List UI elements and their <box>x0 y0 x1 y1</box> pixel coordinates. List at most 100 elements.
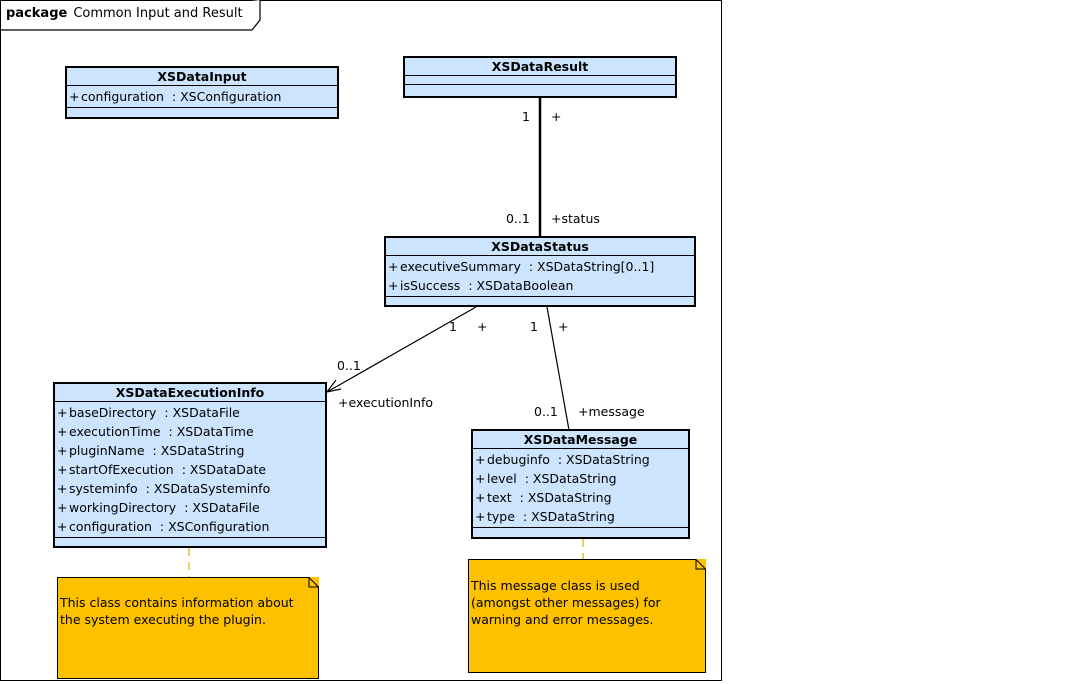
attribute-type: : XSDataTime <box>168 424 254 439</box>
attribute-type: : XSDataDate <box>181 462 267 477</box>
operation-compartment <box>55 538 325 546</box>
class-xsdataexecutioninfo[interactable]: XSDataExecutionInfo +baseDirectory: XSDa… <box>53 382 327 548</box>
status-execinfo-source-multiplicity: 1 <box>449 319 457 334</box>
attribute-compartment: +debuginfo: XSDataString +level: XSDataS… <box>473 449 688 528</box>
operation-compartment <box>386 297 694 305</box>
attribute-type: : XSDataString[0..1] <box>528 259 655 274</box>
package-name: Common Input and Result <box>73 6 243 21</box>
attribute-row: +pluginName : XSDataString <box>57 441 325 460</box>
package-keyword: package <box>6 6 68 21</box>
attribute-name: startOfExecution <box>69 462 174 477</box>
result-status-source-multiplicity: 1 <box>522 109 530 124</box>
package-label: package Common Input and Result <box>6 6 243 21</box>
note-execinfo[interactable]: This class contains information about th… <box>57 577 319 679</box>
attribute-name: debuginfo <box>487 452 550 467</box>
status-message-target-role: +message <box>578 404 645 419</box>
visibility-marker: + <box>475 509 486 524</box>
status-message-association[interactable] <box>546 306 570 431</box>
attribute-row: +configuration : XSConfiguration <box>57 517 325 536</box>
attribute-row: +type : XSDataString <box>475 507 688 526</box>
visibility-marker: + <box>57 405 68 420</box>
attribute-name: baseDirectory <box>69 405 157 420</box>
attribute-row: +startOfExecution : XSDataDate <box>57 460 325 479</box>
attribute-type: : XSDataBoolean <box>468 278 574 293</box>
note-outline <box>468 559 706 673</box>
class-name: XSDataStatus <box>386 238 694 256</box>
attribute-name: executiveSummary <box>400 259 521 274</box>
attribute-type: : XSDataString <box>557 452 650 467</box>
attribute-row: +debuginfo: XSDataString <box>475 450 688 469</box>
attribute-row: +text : XSDataString <box>475 488 688 507</box>
class-xsdataresult[interactable]: XSDataResult <box>403 56 677 98</box>
operation-compartment <box>67 108 337 116</box>
attribute-row: +level : XSDataString <box>475 469 688 488</box>
attribute-name: workingDirectory <box>69 500 177 515</box>
visibility-marker: + <box>57 424 68 439</box>
attribute-name: level <box>487 471 517 486</box>
result-status-target-multiplicity: 0..1 <box>506 211 530 226</box>
class-name: XSDataMessage <box>473 431 688 449</box>
attribute-name: pluginName <box>69 443 145 458</box>
attribute-row: +isSuccess : XSDataBoolean <box>388 276 694 295</box>
operation-compartment <box>405 85 675 93</box>
attribute-type: : XSConfiguration <box>159 519 270 534</box>
class-xsdatastatus[interactable]: XSDataStatus +executiveSummary : XSDataSt… <box>384 236 696 307</box>
visibility-marker: + <box>388 278 399 293</box>
note-text: This message class is used (amongst othe… <box>471 578 661 627</box>
attribute-compartment: +baseDirectory: XSDataFile +executionTim… <box>55 402 325 538</box>
class-name: XSDataExecutionInfo <box>55 384 325 402</box>
attribute-name: isSuccess <box>400 278 461 293</box>
visibility-marker: + <box>57 481 68 496</box>
attribute-type: : XSDataFile <box>164 405 240 420</box>
attribute-name: type <box>487 509 515 524</box>
attribute-type: : XSConfiguration <box>171 89 282 104</box>
status-message-source-visibility: + <box>558 319 569 334</box>
attribute-compartment <box>405 76 675 85</box>
attribute-type: : XSDataSysteminfo <box>145 481 271 496</box>
attribute-name: systeminfo <box>69 481 138 496</box>
class-name: XSDataResult <box>405 58 675 76</box>
status-execinfo-source-visibility: + <box>477 319 488 334</box>
result-status-target-role: +status <box>551 211 600 226</box>
result-status-source-visibility: + <box>551 109 562 124</box>
attribute-name: configuration <box>69 519 152 534</box>
attribute-name: configuration <box>81 89 164 104</box>
package-tab-outline <box>0 0 261 31</box>
status-execinfo-association[interactable] <box>326 306 477 393</box>
visibility-marker: + <box>57 443 68 458</box>
note-outline <box>57 577 319 679</box>
operation-compartment <box>473 528 688 536</box>
attribute-type: : XSDataString <box>519 490 612 505</box>
note-text: This class contains information about th… <box>60 595 294 627</box>
attribute-row: +configuration : XSConfiguration <box>69 87 337 106</box>
class-xsdatainput[interactable]: XSDataInput +configuration: XSConfigurat… <box>65 66 339 119</box>
visibility-marker: + <box>69 89 80 104</box>
attribute-name: executionTime <box>69 424 161 439</box>
attribute-compartment: +executiveSummary : XSDataString[0..1] +i… <box>386 256 694 297</box>
attribute-type: : XSDataFile <box>184 500 260 515</box>
visibility-marker: + <box>475 471 486 486</box>
attribute-type: : XSDataString <box>524 471 617 486</box>
status-message-source-multiplicity: 1 <box>530 319 538 334</box>
package-tab: package Common Input and Result <box>0 0 261 31</box>
attribute-name: text <box>487 490 512 505</box>
status-message-target-multiplicity: 0..1 <box>534 404 558 419</box>
class-xsdatamessage[interactable]: XSDataMessage +debuginfo: XSDataString +… <box>471 429 690 539</box>
attribute-type: : XSDataString <box>522 509 615 524</box>
visibility-marker: + <box>57 500 68 515</box>
attribute-row: +workingDirectory : XSDataFile <box>57 498 325 517</box>
attribute-type: : XSDataString <box>152 443 245 458</box>
attribute-row: +systeminfo : XSDataSysteminfo <box>57 479 325 498</box>
visibility-marker: + <box>57 519 68 534</box>
status-execinfo-target-role: +executionInfo <box>338 395 434 410</box>
visibility-marker: + <box>475 490 486 505</box>
visibility-marker: + <box>57 462 68 477</box>
attribute-row: +baseDirectory : XSDataFile <box>57 403 325 422</box>
note-message[interactable]: This message class is used (amongst othe… <box>468 559 706 673</box>
attribute-row: +executiveSummary : XSDataString[0..1] <box>388 257 694 276</box>
attribute-compartment: +configuration : XSConfiguration <box>67 86 337 108</box>
visibility-marker: + <box>388 259 399 274</box>
attribute-row: +executionTime : XSDataTime <box>57 422 325 441</box>
execinfo-arrowhead <box>325 379 342 393</box>
